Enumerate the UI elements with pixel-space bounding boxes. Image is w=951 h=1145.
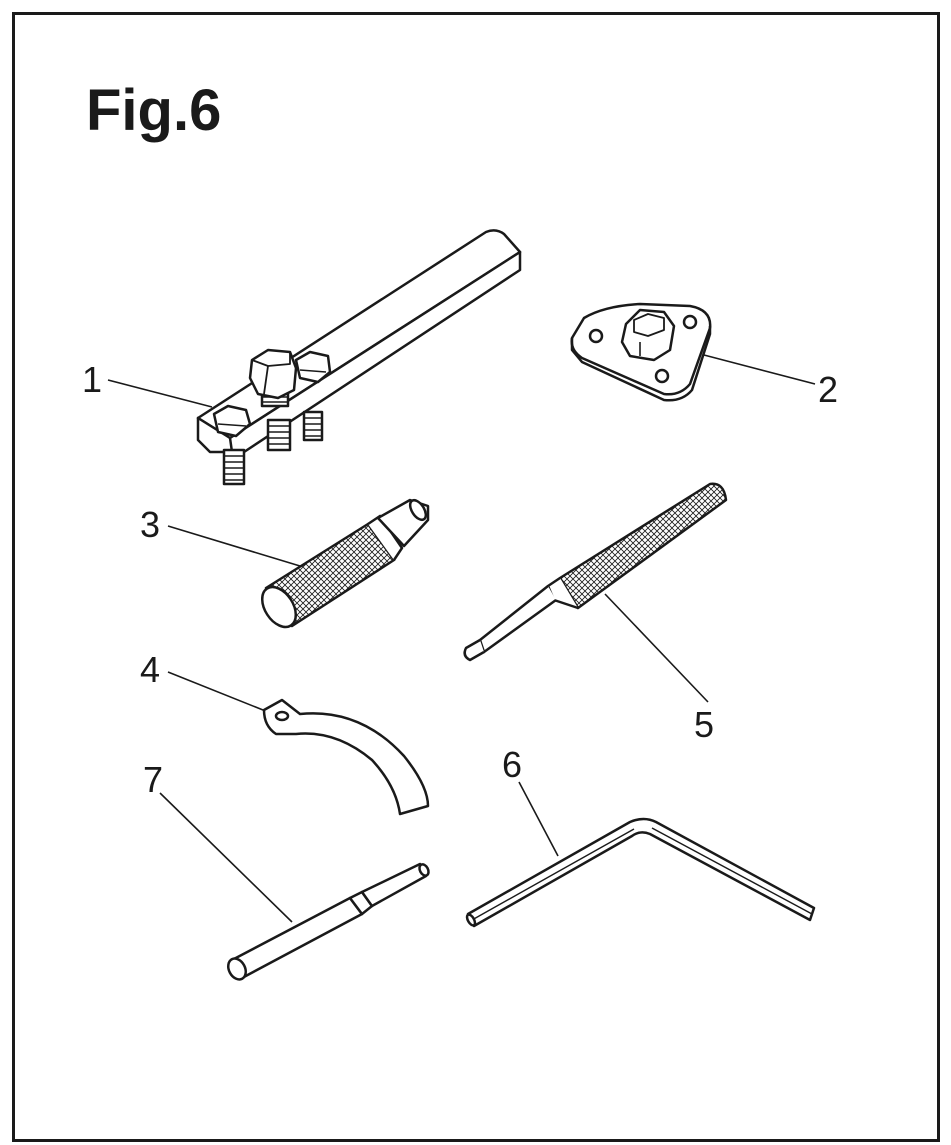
tool-7-pin-punch bbox=[226, 862, 430, 981]
leader-2 bbox=[703, 354, 816, 385]
callout-4: 4 bbox=[140, 649, 161, 690]
leader-7 bbox=[159, 792, 293, 923]
tool-1-holder-bar bbox=[196, 229, 522, 486]
tool-4-curved-strap bbox=[262, 698, 430, 816]
figure-frame bbox=[12, 12, 940, 1142]
tool-2-flange-plate bbox=[570, 302, 712, 402]
tool-3-knurled-holder bbox=[260, 498, 430, 629]
leader-3 bbox=[167, 525, 301, 567]
callout-6: 6 bbox=[502, 744, 523, 785]
tool-6-hex-key bbox=[465, 817, 816, 928]
leader-4 bbox=[167, 671, 269, 713]
leader-5 bbox=[604, 593, 709, 703]
callout-1: 1 bbox=[82, 359, 103, 400]
callout-7: 7 bbox=[143, 759, 164, 800]
callout-2: 2 bbox=[818, 369, 839, 410]
leader-6 bbox=[518, 781, 559, 857]
callout-3: 3 bbox=[140, 504, 161, 545]
leader-lines bbox=[107, 354, 816, 923]
callout-5: 5 bbox=[694, 704, 715, 745]
figure-title: Fig.6 bbox=[86, 78, 222, 143]
tool-5-knurled-driver bbox=[463, 482, 728, 662]
leader-1 bbox=[107, 379, 213, 408]
